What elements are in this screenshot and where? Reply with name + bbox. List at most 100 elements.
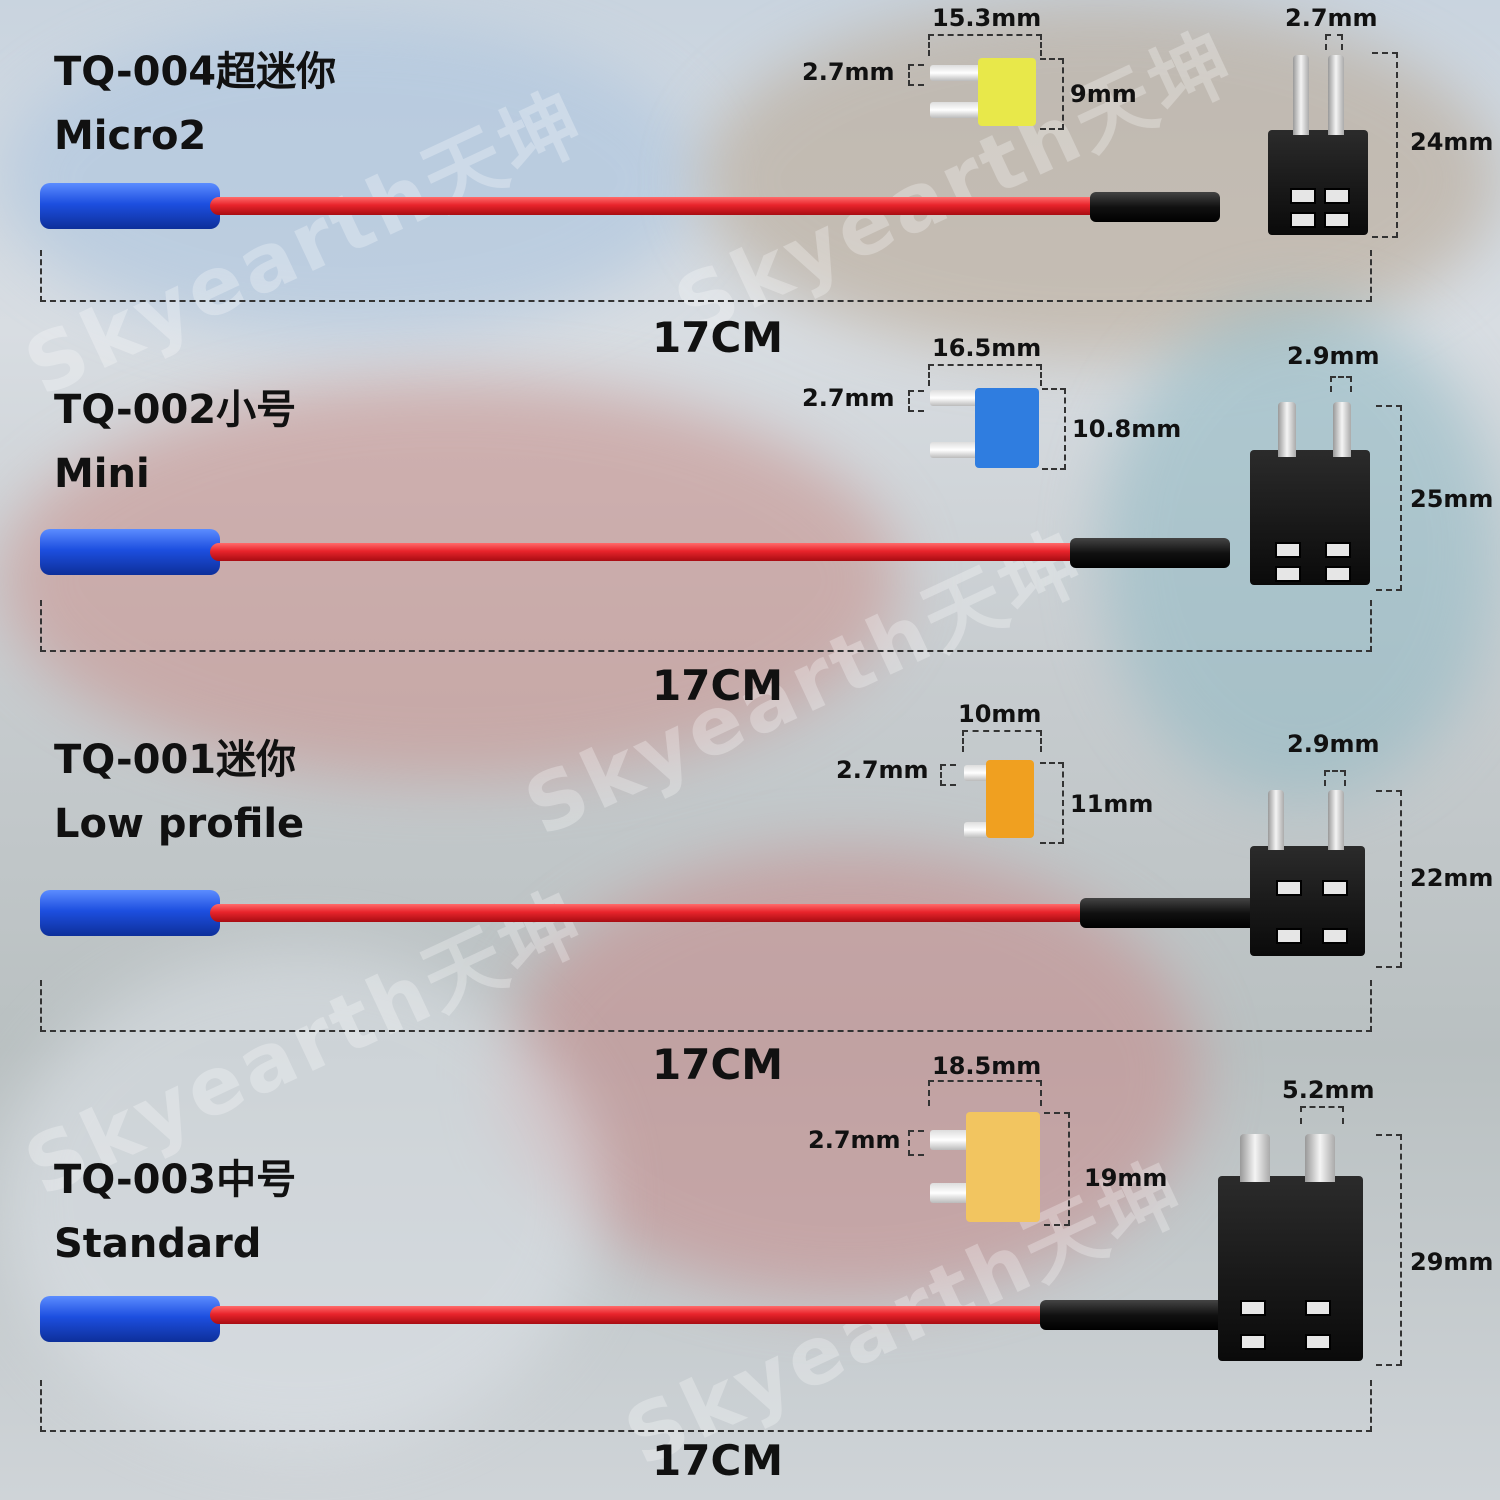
fuse-gap-label: 2.7mm: [802, 384, 895, 412]
fuse-gap-label: 2.7mm: [802, 58, 895, 86]
holder-socket: [1275, 542, 1301, 558]
model-code: TQ-004超迷你: [54, 49, 337, 95]
length-bracket: [40, 600, 1372, 652]
fuse-type: Mini: [54, 451, 150, 497]
dim-bracket: [1372, 52, 1398, 238]
holder-socket: [1275, 566, 1301, 582]
dim-bracket: [1330, 376, 1352, 392]
dim-bracket: [1040, 762, 1064, 844]
fuse-blade: [930, 102, 980, 118]
dim-bracket: [940, 764, 956, 786]
length-bracket: [40, 1380, 1372, 1432]
heat-shrink: [1070, 538, 1230, 568]
dim-bracket: [928, 364, 1042, 386]
holder-blade: [1240, 1134, 1270, 1182]
length-bracket: [40, 980, 1372, 1032]
blue-terminal: [40, 890, 220, 936]
holder-blade: [1278, 402, 1296, 457]
fuse-width-label: 16.5mm: [932, 334, 1042, 362]
dim-bracket: [1300, 1106, 1344, 1124]
fuse-gap-label: 2.7mm: [808, 1126, 901, 1154]
model-label: TQ-001迷你 Low profile: [54, 736, 304, 848]
dim-bracket: [908, 64, 924, 86]
dim-bracket: [1325, 34, 1343, 50]
length-label: 17CM: [652, 661, 784, 710]
blue-terminal: [40, 1296, 220, 1342]
red-wire: [210, 1306, 1070, 1324]
dim-bracket: [1044, 1112, 1070, 1226]
dim-bracket: [1376, 790, 1402, 968]
holder-blade: [1268, 790, 1284, 850]
dim-bracket: [928, 1080, 1042, 1106]
dim-bracket: [1376, 1134, 1402, 1366]
fuse-height-label: 19mm: [1084, 1164, 1168, 1192]
blue-terminal: [40, 529, 220, 575]
holder-socket: [1240, 1334, 1266, 1350]
model-label: TQ-002小号 Mini: [54, 386, 296, 498]
holder-blade: [1328, 790, 1344, 850]
holder-height-label: 24mm: [1410, 128, 1494, 156]
holder-socket: [1276, 880, 1302, 896]
fuse-height-label: 10.8mm: [1072, 415, 1182, 443]
fuse-width-label: 15.3mm: [932, 4, 1042, 32]
fuse-height-label: 11mm: [1070, 790, 1154, 818]
dim-bracket: [908, 1130, 924, 1156]
holder-socket: [1322, 928, 1348, 944]
holder-gap-label: 5.2mm: [1282, 1076, 1375, 1104]
length-label: 17CM: [652, 1436, 784, 1485]
length-bracket: [40, 250, 1372, 302]
holder-socket: [1305, 1334, 1331, 1350]
model-label: TQ-003中号 Standard: [54, 1156, 296, 1268]
model-code: TQ-003中号: [54, 1157, 297, 1203]
model-label: TQ-004超迷你 Micro2: [54, 48, 336, 160]
heat-shrink: [1080, 898, 1270, 928]
holder-height-label: 22mm: [1410, 864, 1494, 892]
fuse: [975, 388, 1039, 468]
fuse-blade: [930, 65, 980, 81]
fuse-height-label: 9mm: [1070, 80, 1137, 108]
holder-socket: [1324, 212, 1350, 228]
dim-bracket: [1042, 388, 1066, 470]
fuse: [966, 1112, 1040, 1222]
holder-height-label: 29mm: [1410, 1248, 1494, 1276]
holder-gap-label: 2.7mm: [1285, 4, 1378, 32]
model-code: TQ-001迷你: [54, 737, 297, 783]
holder-socket: [1325, 566, 1351, 582]
holder-socket: [1325, 542, 1351, 558]
holder-socket: [1240, 1300, 1266, 1316]
fuse-tap-holder: [1268, 130, 1368, 235]
length-label: 17CM: [652, 1040, 784, 1089]
heat-shrink: [1090, 192, 1220, 222]
length-label: 17CM: [652, 313, 784, 362]
holder-height-label: 25mm: [1410, 485, 1494, 513]
holder-gap-label: 2.9mm: [1287, 730, 1380, 758]
fuse-type: Micro2: [54, 113, 207, 159]
heat-shrink: [1040, 1300, 1230, 1330]
dim-bracket: [928, 34, 1042, 56]
holder-socket: [1276, 928, 1302, 944]
product-section: TQ-004超迷你 Micro2 15.3mm 9mm 2.7mm 2.7mm …: [0, 0, 1500, 362]
dim-bracket: [1040, 58, 1064, 130]
holder-socket: [1290, 188, 1316, 204]
fuse-width-label: 10mm: [958, 700, 1042, 728]
model-code: TQ-002小号: [54, 387, 297, 433]
fuse-blade: [930, 390, 978, 406]
dim-bracket: [1376, 405, 1402, 591]
red-wire: [210, 904, 1100, 922]
fuse-tap-holder: [1250, 450, 1370, 585]
red-wire: [210, 197, 1100, 215]
fuse: [978, 58, 1036, 126]
fuse-width-label: 18.5mm: [932, 1052, 1042, 1080]
holder-blade: [1333, 402, 1351, 457]
fuse-tap-holder: [1218, 1176, 1363, 1361]
holder-blade: [1328, 55, 1344, 135]
fuse-gap-label: 2.7mm: [836, 756, 929, 784]
red-wire: [210, 543, 1080, 561]
holder-socket: [1290, 212, 1316, 228]
holder-blade: [1293, 55, 1309, 135]
dim-bracket: [908, 390, 924, 412]
holder-socket: [1322, 880, 1348, 896]
fuse-blade: [930, 442, 978, 458]
dim-bracket: [1324, 770, 1346, 786]
dim-bracket: [962, 730, 1042, 752]
